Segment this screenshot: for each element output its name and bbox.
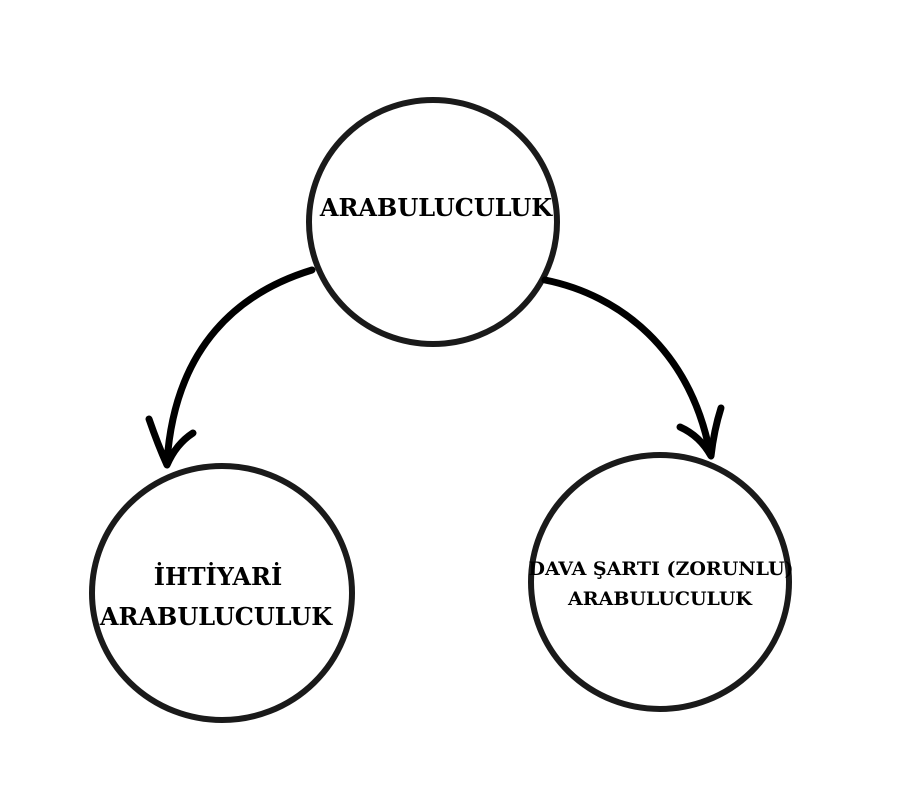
edge-root-to-right-arrowhead	[676, 404, 725, 460]
edge-root-to-left	[145, 266, 316, 469]
right-node-circle	[528, 452, 792, 712]
left-node-label-line-2: ARABULUCULUK	[99, 602, 333, 631]
root-node-label: ARABULUCULUK	[319, 193, 553, 222]
left-node-circle	[89, 463, 355, 723]
left-node-label-line-1: İHTİYARİ	[154, 562, 282, 591]
root-node-circle	[306, 97, 560, 347]
left-node: İHTİYARİ ARABULUCULUK	[89, 463, 355, 723]
edge-root-to-left-curve	[163, 266, 316, 466]
edge-root-to-right-curve	[541, 276, 714, 457]
edge-root-to-right	[541, 276, 725, 460]
right-node: DAVA ŞARTI (ZORUNLU) ARABULUCULUK	[528, 452, 794, 712]
edge-root-to-left-arrowhead	[145, 415, 197, 469]
root-node: ARABULUCULUK	[306, 97, 560, 347]
right-node-label-line-1: DAVA ŞARTI (ZORUNLU)	[528, 558, 793, 580]
right-node-label-line-2: ARABULUCULUK	[567, 588, 753, 610]
